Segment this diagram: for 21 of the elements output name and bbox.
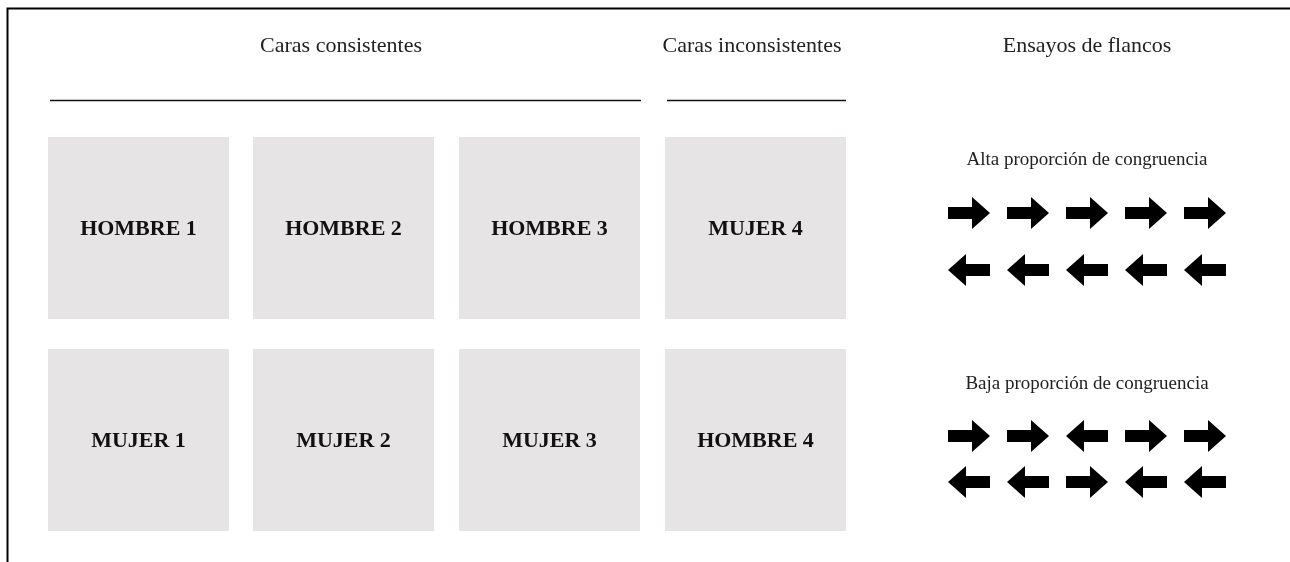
face-label: HOMBRE 2 <box>285 215 402 241</box>
column-heading: Caras consistentes <box>260 32 422 58</box>
column-heading: Ensayos de flancos <box>1002 32 1172 58</box>
face-card <box>459 349 640 531</box>
face-label: HOMBRE 3 <box>491 215 608 241</box>
condition-label: Alta proporción de congruencia <box>966 148 1208 170</box>
face-card <box>459 137 640 319</box>
face-label: MUJER 4 <box>708 215 803 241</box>
column-heading: Caras inconsistentes <box>662 32 842 58</box>
face-card <box>48 137 229 319</box>
face-label: MUJER 1 <box>91 427 186 453</box>
face-card <box>48 349 229 531</box>
face-card <box>253 349 434 531</box>
face-card <box>665 137 846 319</box>
face-label: HOMBRE 1 <box>80 215 197 241</box>
face-card <box>665 349 846 531</box>
condition-label: Baja proporción de congruencia <box>965 372 1209 394</box>
face-label: MUJER 2 <box>296 427 391 453</box>
face-label: MUJER 3 <box>502 427 597 453</box>
face-label: HOMBRE 4 <box>697 427 814 453</box>
face-card <box>253 137 434 319</box>
